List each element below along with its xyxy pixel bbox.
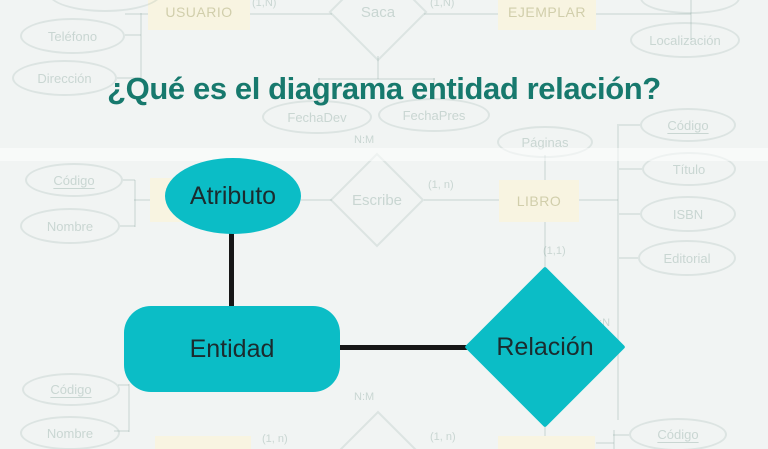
watermark-connector-line [424, 13, 498, 15]
watermark-connector-line [117, 77, 141, 79]
watermark-connector-line [128, 384, 130, 432]
watermark-relation-diamond: Escribe [327, 150, 428, 251]
watermark-cardinality-label: (1,N) [430, 0, 455, 9]
watermark-attribute-ellipse: FechaPres [378, 98, 490, 132]
watermark-entity-rect [498, 436, 595, 449]
watermark-connector-line [125, 13, 148, 15]
watermark-connector-line [596, 442, 614, 444]
watermark-cardinality-label: (1, n) [430, 431, 456, 443]
watermark-connector-line [125, 34, 141, 36]
watermark-attribute-ellipse: Nombre [20, 416, 120, 449]
attribute-ellipse: Atributo [165, 158, 301, 234]
watermark-connector-line [377, 56, 379, 79]
watermark-connector-line [134, 199, 150, 201]
watermark-attribute-ellipse: Código [22, 373, 120, 406]
watermark-relation-diamond: Saca [326, 0, 430, 64]
watermark-attribute-ellipse: Código [629, 418, 727, 449]
watermark-connector-line [617, 124, 619, 260]
watermark-entity-rect: USUARIO [148, 0, 250, 30]
watermark-connector-line [579, 199, 618, 201]
watermark-attribute-ellipse: Nombre [20, 208, 120, 244]
watermark-connector-line [301, 199, 332, 201]
watermark-entity-rect: EJEMPLAR [498, 0, 596, 30]
watermark-connector-line [114, 430, 129, 432]
watermark-cardinality-label: (1,N) [252, 0, 277, 9]
watermark-cardinality-label: N:M [354, 134, 375, 146]
watermark-cardinality-label: N:M [354, 391, 375, 403]
watermark-connector-line [123, 179, 135, 181]
connector-attribute-entity [229, 230, 234, 310]
watermark-connector-line [318, 78, 435, 80]
watermark-connector-line [433, 78, 435, 99]
watermark-connector-line [596, 13, 691, 15]
watermark-connector-line [544, 155, 546, 181]
entity-rectangle: Entidad [124, 306, 340, 392]
watermark-connector-line [318, 78, 320, 101]
watermark-connector-line [134, 180, 136, 227]
page-title: ¿Qué es el diagrama entidad relación? [107, 71, 661, 106]
connector-entity-relation [338, 345, 468, 350]
entity-label: Entidad [189, 334, 275, 363]
watermark-connector-line [140, 13, 142, 79]
watermark-attribute-ellipse: ISBN [640, 196, 736, 232]
watermark-attribute-ellipse: Localización [630, 22, 740, 58]
watermark-attribute-ellipse: Editorial [638, 240, 736, 276]
watermark-entity-rect [155, 436, 251, 449]
watermark-connector-line [250, 13, 332, 15]
watermark-connector-line [619, 168, 642, 170]
watermark-connector-line [424, 199, 499, 201]
relation-label: Relación [496, 332, 594, 361]
watermark-attribute-ellipse [640, 0, 740, 14]
watermark-diamond-label: Saca [360, 3, 396, 21]
watermark-attribute-ellipse: Código [25, 163, 123, 197]
watermark-connector-line [120, 225, 135, 227]
watermark-diamond-outline [330, 410, 426, 449]
watermark-entity-rect: LIBRO [499, 180, 579, 222]
watermark-connector-line [613, 430, 615, 449]
watermark-connector-line [619, 257, 638, 259]
watermark-diamond-label: Escribe [351, 191, 403, 209]
watermark-attribute-ellipse: FechaDev [262, 100, 372, 134]
watermark-attribute-ellipse: Teléfono [20, 18, 125, 54]
watermark-cardinality-label: (1,1) [543, 245, 566, 257]
watermark-attribute-ellipse: Código [640, 108, 736, 142]
watermark-connector-line [619, 124, 640, 126]
highlight-band [0, 148, 768, 161]
watermark-connector-line [613, 434, 629, 436]
watermark-connector-line [690, 0, 692, 40]
watermark-attribute-ellipse [48, 0, 162, 12]
watermark-connector-line [118, 384, 129, 386]
watermark-relation-diamond [328, 408, 429, 449]
watermark-cardinality-label: (1, n) [428, 179, 454, 191]
watermark-connector-line [619, 213, 640, 215]
relation-diamond: Relación [464, 266, 626, 428]
watermark-attribute-ellipse: Dirección [12, 60, 117, 96]
attribute-label: Atributo [189, 181, 277, 210]
watermark-cardinality-label: (1, n) [262, 433, 288, 445]
